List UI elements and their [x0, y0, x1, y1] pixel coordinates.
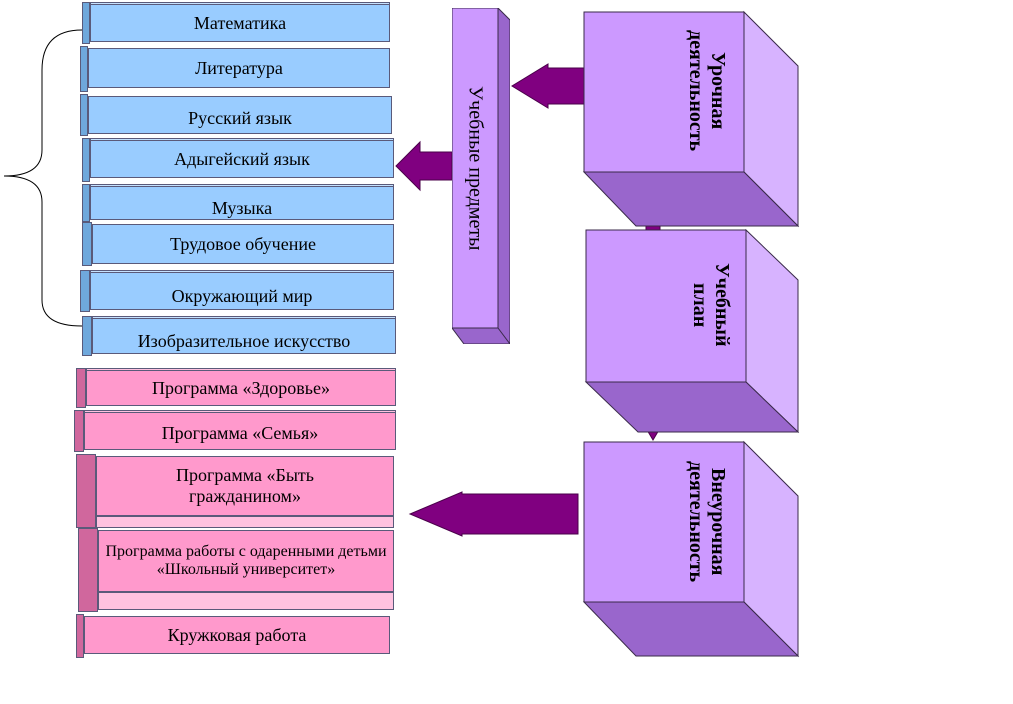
cube-extracurricular: Внеурочная деятельность [582, 440, 800, 658]
subject-box-side [82, 2, 90, 44]
subjects-pillar: Учебные предметы [451, 7, 511, 345]
cube-extracurricular-shape [582, 440, 800, 658]
program-label: Программа работы с одаренными детьми «Шк… [98, 530, 394, 592]
program-box-clubs: Кружковая работа [76, 614, 392, 658]
program-box-bottom [98, 592, 394, 610]
subject-box-art: Изобразительное искусство [82, 316, 398, 356]
subject-box-world: Окружающий мир [80, 270, 396, 312]
subjects-pillar-label: Учебные предметы [464, 85, 487, 251]
program-box-side [78, 528, 98, 612]
subject-label: Математика [90, 4, 390, 42]
arrow-lessons-to-pillar [511, 63, 585, 109]
subject-box-side [80, 94, 88, 136]
subject-label: Музыка [90, 186, 394, 220]
subject-label: Адыгейский язык [90, 140, 394, 178]
program-box-gifted: Программа работы с одаренными детьми «Шк… [78, 528, 396, 612]
subject-box-side [82, 222, 92, 266]
program-box-side [76, 614, 84, 658]
arrow-extracurricular-to-programs [408, 491, 579, 537]
subject-box-side [82, 138, 90, 182]
subject-box-side [80, 270, 90, 312]
program-box-family: Программа «Семья» [74, 410, 398, 452]
program-box-health: Программа «Здоровье» [76, 368, 398, 408]
subject-label: Трудовое обучение [92, 224, 394, 264]
program-label: Программа «Семья» [84, 412, 396, 450]
subject-box-literature: Литература [80, 46, 392, 92]
cube-plan-shape [584, 228, 800, 434]
subject-box-math: Математика [82, 2, 394, 44]
program-box-side [76, 368, 86, 408]
program-label: Кружковая работа [84, 616, 390, 654]
subject-box-side [80, 46, 88, 92]
cube-lessons-shape [582, 10, 800, 228]
program-box-side [76, 454, 96, 528]
subjects-pillar-shape [451, 7, 511, 345]
program-box-side [74, 410, 84, 452]
program-box-citizen: Программа «Быть гражданином» [76, 454, 396, 528]
program-box-bottom [96, 516, 394, 528]
cube-lessons-label: Урочная деятельность [685, 30, 729, 152]
cube-lessons: Урочная деятельность [582, 10, 800, 228]
program-label: Программа «Здоровье» [86, 370, 396, 406]
program-label: Программа «Быть гражданином» [96, 456, 394, 516]
subject-label: Окружающий мир [90, 272, 394, 310]
subject-box-russian: Русский язык [80, 94, 394, 136]
cube-plan-label: Учебный план [689, 263, 733, 347]
subject-box-side [82, 316, 92, 356]
subject-label: Изобразительное искусство [92, 318, 396, 354]
cube-extracurricular-label: Внеурочная деятельность [685, 461, 729, 583]
subject-box-side [82, 184, 90, 222]
subject-box-labor: Трудовое обучение [82, 222, 396, 266]
arrow-pillar-to-subjects [395, 140, 453, 192]
subject-label: Литература [88, 48, 390, 88]
subject-box-music: Музыка [82, 184, 396, 222]
cube-plan: Учебный план [584, 228, 800, 434]
subjects-brace [3, 29, 83, 327]
subject-box-adyghe: Адыгейский язык [82, 138, 396, 182]
subject-label: Русский язык [88, 96, 392, 134]
